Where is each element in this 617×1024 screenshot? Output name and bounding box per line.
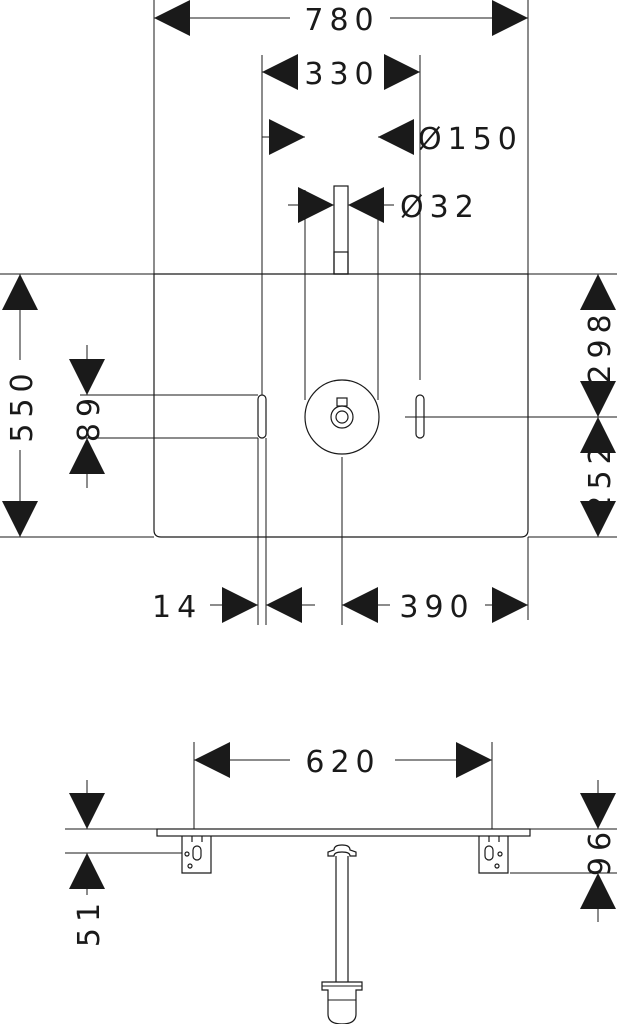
- label-bracket-depth: 51: [72, 897, 107, 947]
- label-front-to-centre: 298: [583, 308, 617, 383]
- dim-slot-width: 14: [152, 587, 315, 625]
- basin-slab: [156, 828, 531, 837]
- siphon-trap: [321, 844, 363, 1024]
- top-view: [0, 0, 617, 625]
- dim-overall-depth: 550: [1, 274, 40, 537]
- dim-waste-diameter: Ø150: [262, 119, 523, 157]
- left-wall-bracket: [181, 836, 212, 874]
- dim-overall-width: 780: [154, 0, 528, 38]
- dim-hole-spacing: 330: [262, 54, 420, 92]
- label-slot-width: 14: [152, 590, 202, 625]
- dim-centre-to-edge: 390: [342, 587, 528, 625]
- label-bracket-spacing: 620: [305, 745, 380, 780]
- dim-spout-diameter: Ø32: [288, 187, 480, 225]
- label-hole-spacing: 330: [304, 57, 379, 92]
- label-spout-diameter: Ø32: [400, 190, 480, 225]
- dim-bracket-spacing: 620: [194, 742, 492, 780]
- spout-stem: [333, 185, 349, 275]
- drain-plug-outer: [330, 405, 354, 429]
- dim-bracket-depth: 51: [69, 780, 107, 947]
- label-slot-height: 89: [72, 392, 107, 442]
- dim-total-height: 96: [580, 780, 617, 922]
- label-centre-to-edge: 390: [399, 590, 474, 625]
- label-overall-width: 780: [304, 3, 379, 38]
- right-overflow-slot: [415, 394, 425, 439]
- dim-front-to-centre: 298: [580, 274, 617, 417]
- basin-outline: [153, 273, 529, 538]
- label-centre-to-back: 252: [583, 439, 617, 514]
- front-view: [65, 742, 617, 1024]
- waste-drain: [304, 379, 380, 455]
- dim-centre-to-back: 252: [580, 417, 617, 537]
- label-total-height: 96: [583, 826, 617, 876]
- label-overall-depth: 550: [5, 367, 40, 442]
- dim-slot-height: 89: [69, 345, 107, 488]
- right-wall-bracket: [478, 836, 509, 874]
- label-waste-diameter: Ø150: [418, 122, 523, 157]
- left-overflow-slot: [257, 394, 267, 439]
- drain-plug-inner: [335, 410, 349, 424]
